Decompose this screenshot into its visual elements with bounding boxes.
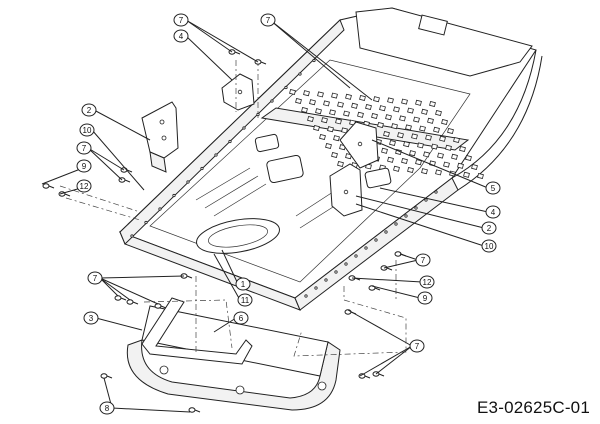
callout-7: 7: [76, 141, 92, 155]
front-bumper: [126, 305, 341, 411]
callout-label: 9: [82, 162, 87, 171]
callout-label: 4: [179, 32, 184, 41]
callout-1: 1: [235, 277, 251, 291]
bracket-2-right: [329, 163, 363, 217]
callout-label: 10: [83, 126, 92, 135]
callout-4: 4: [485, 205, 501, 219]
callout-12: 12: [419, 275, 435, 289]
callout-label: 8: [105, 404, 110, 413]
deck-cutouts: [195, 133, 392, 254]
callout-3: 3: [83, 311, 99, 325]
bracket-2-left: [141, 101, 179, 173]
fastener: [380, 265, 393, 271]
callout-2: 2: [481, 221, 497, 235]
callout-label: 4: [491, 208, 496, 217]
callout-7: 7: [260, 13, 276, 27]
callout-label: 7: [179, 16, 184, 25]
callout-label: 7: [421, 256, 426, 265]
callout-4: 4: [173, 29, 189, 43]
callout-label: 12: [423, 278, 432, 287]
callout-12: 12: [76, 179, 92, 193]
callout-10: 10: [79, 123, 95, 137]
callout-label: 3: [89, 314, 94, 323]
callout-7: 7: [409, 339, 425, 353]
callout-7: 7: [415, 253, 431, 267]
callout-10: 10: [481, 239, 497, 253]
fastener: [358, 373, 371, 379]
leader-lines: [41, 19, 489, 413]
rail-holes: [130, 58, 438, 298]
callout-label: 10: [485, 242, 494, 251]
callout-label: 2: [487, 224, 492, 233]
callout-label: 12: [80, 182, 89, 191]
fastener: [188, 407, 201, 413]
fastener: [254, 59, 267, 65]
drawing-code: E3-02625C-01: [477, 398, 590, 417]
callout-label: 9: [423, 294, 428, 303]
callout-2: 2: [81, 103, 97, 117]
callout-8: 8: [99, 401, 115, 415]
bumper-bar: [141, 297, 253, 365]
callout-5: 5: [485, 181, 501, 195]
fastener: [368, 285, 381, 291]
callout-6: 6: [233, 311, 249, 325]
callout-9: 9: [76, 159, 92, 173]
callout-label: 2: [87, 106, 92, 115]
fastener: [100, 373, 113, 379]
callout-label: 6: [239, 314, 244, 323]
callout-label: 11: [241, 296, 250, 305]
callout-label: 7: [415, 342, 420, 351]
callout-label: 1: [241, 280, 246, 289]
bracket-4-right: [339, 121, 379, 169]
bracket-4-top: [221, 73, 255, 111]
callout-label: 7: [266, 16, 271, 25]
fastener: [42, 183, 55, 189]
main-frame: [119, 7, 543, 311]
callout-label: 7: [93, 274, 98, 283]
callout-7: 7: [173, 13, 189, 27]
callout-11: 11: [237, 293, 253, 307]
fastener: [154, 303, 167, 309]
callout-label: 7: [82, 144, 87, 153]
fastener: [114, 295, 127, 301]
callout-7: 7: [87, 271, 103, 285]
callout-9: 9: [417, 291, 433, 305]
callout-label: 5: [491, 184, 496, 193]
fastener: [126, 299, 139, 305]
